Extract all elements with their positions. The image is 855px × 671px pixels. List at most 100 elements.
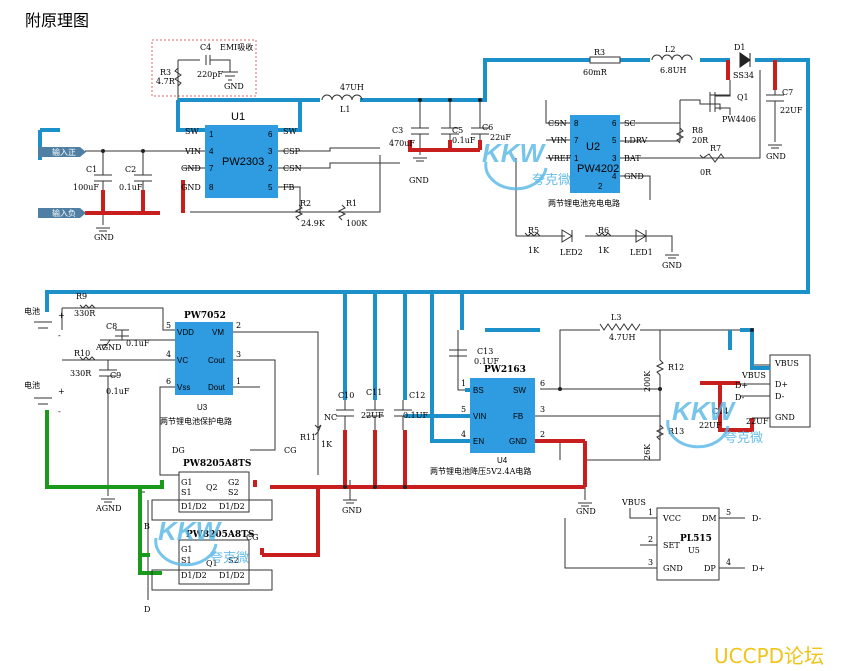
- u2-ref: U2: [586, 141, 600, 153]
- u1-pin-num-4: 4: [209, 147, 214, 156]
- u4-part: PW2163: [484, 365, 526, 375]
- u2-pin-num-7: 7: [574, 136, 579, 145]
- u4-pin-num-1: 1: [461, 379, 466, 388]
- emi-box: [151, 39, 257, 97]
- l1-ref: L1: [340, 105, 350, 114]
- u5-pin-set: SET: [663, 541, 680, 550]
- u2-caption: 两节锂电池充电电路: [548, 198, 620, 208]
- u5-body: [656, 507, 720, 581]
- led2-label: LED2: [560, 248, 583, 257]
- u1-pin-num-6: 6: [268, 130, 273, 139]
- r11-ref: R11: [300, 433, 316, 442]
- mos-b-d1d2-right: D1/D2: [219, 571, 245, 580]
- u4-pin-num-2: 2: [540, 430, 545, 439]
- u2-pin-num-4: 4: [612, 172, 617, 181]
- input-positive-tag: [38, 147, 86, 157]
- u1-pin-gnd8: GND: [181, 183, 201, 192]
- u5-pin-num-4: 4: [726, 558, 731, 567]
- u2-part: PW4202: [577, 163, 619, 175]
- u5-pin-dm: DM: [702, 514, 717, 523]
- u3-pin-vdd: VDD: [177, 328, 194, 337]
- c5-val: 0.1uF: [452, 136, 476, 145]
- c1-ref: C1: [86, 165, 97, 174]
- u3-pin-num-4: 4: [166, 350, 171, 359]
- u5-pin-num-2: 2: [648, 535, 653, 544]
- r12-val: 200K: [643, 370, 652, 392]
- u1-pin-num-1: 1: [209, 130, 214, 139]
- u4-caption: 两节锂电池降压5V2.4A电路: [430, 466, 531, 476]
- u4-ref: U4: [497, 456, 508, 465]
- u1-pin-csn: CSN: [283, 164, 302, 173]
- c10-ref: C10: [338, 391, 354, 400]
- u3-pin-num-1: 1: [236, 377, 241, 386]
- u1-part: PW2303: [222, 156, 264, 168]
- u5-pin-num-1: 1: [648, 508, 653, 517]
- r13-ref: R13: [668, 427, 684, 436]
- led1-label: LED1: [630, 248, 653, 257]
- u1-pin-fb: FB: [283, 183, 295, 192]
- d1-val: SS34: [733, 71, 754, 80]
- u1-body: [205, 125, 278, 198]
- r8-ref: R8: [692, 126, 703, 135]
- u1-pin-num-8: 8: [209, 183, 214, 192]
- c1-val: 100uF: [73, 183, 99, 192]
- c2-val: 0.1uF: [119, 183, 143, 192]
- watermark-3: KKW 夸克微: [154, 516, 249, 567]
- passive-glyphs: [321, 52, 751, 115]
- q1-val: PW4406: [722, 115, 756, 124]
- mosfet-a-body: [178, 471, 250, 513]
- c3-ref: C3: [392, 126, 403, 135]
- c6-ref: C6: [482, 123, 493, 132]
- battery-2-label: 电池: [24, 380, 40, 390]
- emi-r-val: 4.7R: [156, 77, 176, 86]
- c7-val: 22UF: [780, 106, 803, 115]
- emi-r-ref: R3: [160, 68, 171, 77]
- l3-ref: L3: [611, 313, 621, 322]
- mos-a-d1d2: D1/D2: [181, 502, 207, 511]
- c6-val: 22uF: [490, 133, 511, 142]
- u5-pin-gnd: GND: [663, 564, 683, 573]
- r11-val: 1K: [321, 440, 333, 449]
- l2-val: 6.8UH: [660, 66, 686, 75]
- c12-ref: C12: [409, 391, 425, 400]
- u3-pin-dout: Dout: [208, 383, 226, 392]
- r9-ref: R9: [76, 292, 87, 301]
- u4-pin-bs: BS: [473, 386, 484, 395]
- u4-pin-num-5: 5: [461, 405, 466, 414]
- u2-pin-num-6: 6: [612, 119, 617, 128]
- r7-ref: R7: [710, 144, 721, 153]
- u2-pin-num-2: 2: [598, 182, 603, 191]
- l3-val: 4.7UH: [609, 333, 635, 342]
- u4-pin-num-6: 6: [540, 379, 545, 388]
- usb-dplus-small: D+: [735, 381, 748, 390]
- u5-pin-dp: DP: [704, 564, 716, 573]
- mosfet-a-frame: [151, 499, 273, 521]
- r5-val: 1K: [528, 246, 540, 255]
- usb-dminus: D-: [775, 392, 785, 401]
- u4-pin-gnd: GND: [509, 437, 527, 446]
- u3-pin-vc: VC: [177, 356, 188, 365]
- u2-pin-num-5: 5: [612, 136, 617, 145]
- u3-part: PW7052: [184, 311, 226, 321]
- u5-ref: U5: [688, 546, 700, 555]
- u4-gnd: GND: [576, 507, 596, 516]
- u3-nc: NC: [324, 413, 337, 422]
- c13-ref: C13: [477, 347, 493, 356]
- battery-1-label: 电池: [24, 306, 40, 316]
- u5-out-dminus: D-: [752, 514, 762, 523]
- u3-cg: CG: [284, 446, 297, 455]
- u2-pin-csn: CSN: [548, 119, 567, 128]
- u3-pin-num-5: 5: [166, 321, 171, 330]
- u4-pin-fb: FB: [513, 412, 523, 421]
- watermark-3-logo: KKW: [158, 516, 223, 546]
- r5-ref: R5: [528, 226, 539, 235]
- r3-ref: R3: [594, 48, 605, 57]
- u1-pin-gnd7: GND: [181, 164, 201, 173]
- u2-pin-sc: SC: [624, 119, 636, 128]
- u4-pin-en: EN: [473, 437, 484, 446]
- mos-q1: Q1: [206, 559, 218, 568]
- u3-pin-num-3: 3: [236, 350, 241, 359]
- u3-caption: 两节锂电池保护电路: [160, 416, 232, 426]
- u5-pin-vcc: VCC: [662, 514, 681, 523]
- c9-val: 0.1uF: [106, 387, 130, 396]
